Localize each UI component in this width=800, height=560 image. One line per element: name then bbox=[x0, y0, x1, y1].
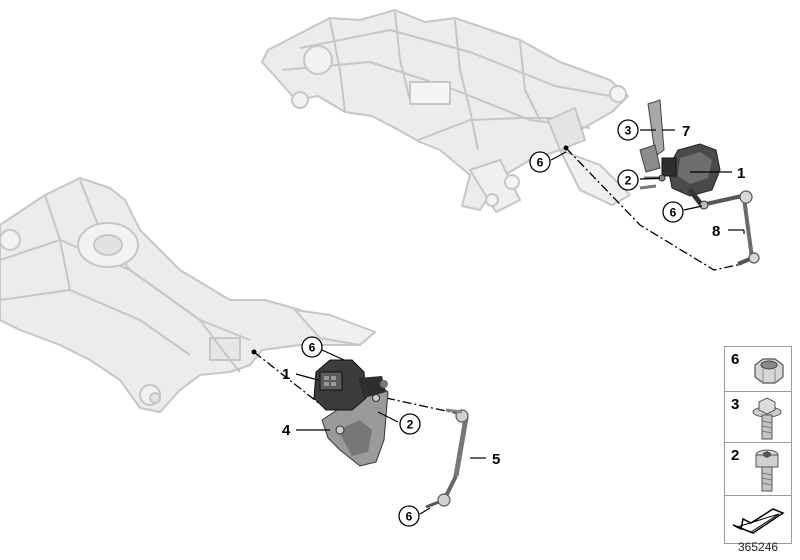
leader-lines bbox=[295, 129, 745, 515]
connector-point bbox=[563, 145, 569, 151]
callout-label-1-lower: 1 bbox=[282, 366, 290, 383]
callout-label-5-lower: 5 bbox=[492, 451, 500, 468]
upper-link-rod-8 bbox=[699, 190, 760, 266]
lower-height-sensor-1 bbox=[313, 359, 388, 411]
legend-number: 2 bbox=[731, 447, 740, 464]
socket-screw-icon bbox=[755, 449, 779, 492]
nut-icon bbox=[754, 358, 784, 384]
lower-link-rod-5 bbox=[425, 408, 469, 509]
legend-number: 6 bbox=[731, 351, 740, 368]
svg-text:2: 2 bbox=[625, 174, 632, 188]
callout-circle-6-upper-left: 6 bbox=[529, 151, 551, 173]
callout-label-4-lower: 4 bbox=[282, 422, 291, 439]
callout-circle-6-lower-bottom: 6 bbox=[398, 505, 420, 527]
legend-item-nut: 6 bbox=[725, 347, 791, 392]
callout-circle-6-lower-top: 6 bbox=[301, 336, 323, 358]
svg-text:6: 6 bbox=[309, 341, 316, 355]
legend-footer bbox=[725, 496, 791, 542]
arrow-icon bbox=[732, 508, 785, 534]
upper-bracket-7 bbox=[639, 99, 665, 173]
callout-circle-2-lower: 2 bbox=[399, 413, 421, 435]
svg-text:6: 6 bbox=[670, 206, 677, 220]
lower-bracket-4 bbox=[321, 384, 389, 467]
connector-point bbox=[251, 349, 257, 355]
document-number: 365246 bbox=[738, 540, 779, 554]
upper-subframe bbox=[261, 9, 631, 213]
callout-label-8-upper: 8 bbox=[712, 223, 720, 240]
legend-item-socket-screw: 2 bbox=[725, 443, 791, 496]
svg-text:6: 6 bbox=[537, 156, 544, 170]
callout-label-1-upper: 1 bbox=[737, 165, 745, 182]
svg-text:3: 3 bbox=[625, 124, 632, 138]
lower-subframe bbox=[0, 177, 376, 413]
upper-screws bbox=[639, 174, 666, 190]
svg-text:6: 6 bbox=[406, 510, 413, 524]
callout-circle-2-upper: 2 bbox=[617, 169, 639, 191]
upper-height-sensor-1 bbox=[661, 143, 721, 210]
callout-label-7-upper: 7 bbox=[682, 123, 690, 140]
callout-circle-3-upper: 3 bbox=[617, 119, 639, 141]
callout-circle-6-upper-right: 6 bbox=[662, 201, 684, 223]
flange-bolt-icon bbox=[752, 397, 782, 440]
svg-text:2: 2 bbox=[407, 418, 414, 432]
fastener-legend: 6 3 2 bbox=[724, 346, 792, 544]
legend-item-flange-bolt: 3 bbox=[725, 392, 791, 443]
legend-number: 3 bbox=[731, 396, 740, 413]
